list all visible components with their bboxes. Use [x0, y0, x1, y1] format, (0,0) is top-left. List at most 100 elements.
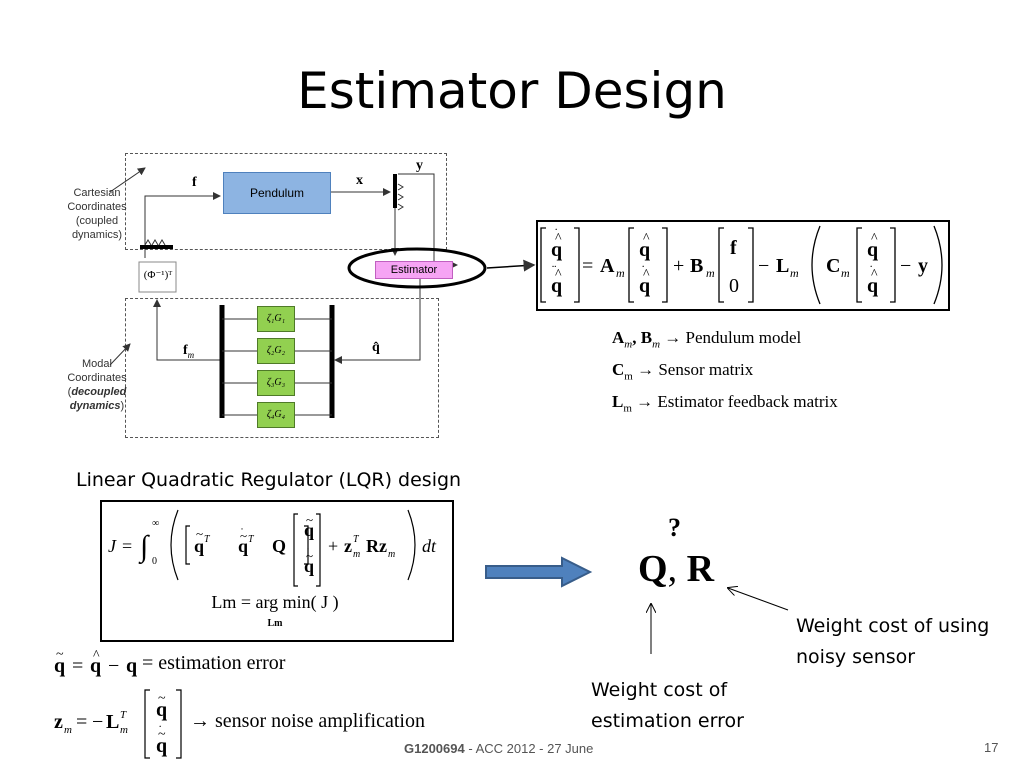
- svg-text:T: T: [204, 534, 211, 545]
- svg-text:=: =: [72, 655, 83, 677]
- svg-text:L: L: [106, 711, 119, 733]
- signal-qdot: q̂: [372, 340, 380, 355]
- svg-text:^: ^: [643, 231, 650, 246]
- svg-text:q: q: [156, 699, 167, 721]
- svg-text:z: z: [54, 711, 63, 733]
- svg-text:+: +: [328, 536, 338, 556]
- mode-block-2: ζ₂G₂: [257, 338, 295, 364]
- svg-text:˙: ˙: [641, 262, 645, 277]
- svg-text:−: −: [758, 255, 769, 277]
- svg-text:z: z: [344, 536, 352, 556]
- svg-text:0: 0: [729, 275, 739, 297]
- signal-fm: fm: [183, 343, 195, 360]
- svg-text:˙: ˙: [240, 525, 244, 539]
- svg-text:~: ~: [158, 727, 166, 742]
- estimator-block: Estimator: [375, 261, 453, 279]
- svg-text:m: m: [616, 266, 625, 280]
- svg-text:T: T: [248, 534, 255, 545]
- mode-block-1: ζ₁G₁: [257, 306, 295, 332]
- svg-text:q: q: [551, 275, 562, 297]
- svg-text:m: m: [64, 724, 72, 736]
- mode-block-3: ζ₃G₃: [257, 370, 295, 396]
- svg-text:^: ^: [643, 267, 650, 282]
- svg-text:q: q: [867, 275, 878, 297]
- svg-text:−: −: [108, 655, 119, 677]
- weight-sensor-label: Weight cost of using noisy sensor: [796, 615, 990, 668]
- question-mark: ?: [668, 513, 681, 542]
- svg-text:T: T: [120, 709, 127, 721]
- svg-text:m: m: [353, 549, 360, 560]
- legend-sensor-matrix: Cm → Sensor matrix: [612, 360, 754, 383]
- svg-text:Rz: Rz: [366, 536, 387, 556]
- lqr-arrow: [485, 556, 593, 588]
- page-number: 17: [984, 740, 999, 755]
- svg-text:q: q: [304, 556, 314, 576]
- svg-text:L: L: [776, 255, 789, 277]
- svg-text:=: =: [76, 711, 87, 733]
- signal-y: y: [416, 158, 423, 173]
- svg-text:−: −: [900, 255, 911, 277]
- slide-title: Estimator Design: [297, 62, 727, 120]
- svg-text:f: f: [730, 237, 737, 259]
- svg-text:dt: dt: [422, 536, 437, 556]
- svg-text:q: q: [90, 655, 101, 677]
- svg-text:∞: ∞: [152, 518, 159, 529]
- svg-text:¨: ¨: [552, 262, 556, 277]
- q-r-weights: Q, R: [638, 548, 715, 590]
- svg-text:m: m: [790, 266, 799, 280]
- svg-text:^: ^: [871, 267, 878, 282]
- svg-text:q: q: [194, 536, 204, 556]
- svg-text:A: A: [600, 255, 615, 277]
- signal-f: f: [192, 175, 197, 190]
- weight-pointers: [600, 580, 789, 654]
- svg-text:~: ~: [240, 528, 247, 543]
- svg-text:q: q: [867, 239, 878, 261]
- svg-text:q: q: [551, 239, 562, 261]
- svg-text:^: ^: [93, 648, 100, 663]
- svg-text:~: ~: [158, 691, 166, 706]
- svg-text:T: T: [353, 534, 360, 545]
- svg-text:m: m: [120, 724, 128, 736]
- svg-text:^: ^: [871, 231, 878, 246]
- svg-text:Q: Q: [272, 536, 286, 556]
- svg-text:+: +: [673, 255, 684, 277]
- svg-text:∫: ∫: [138, 530, 150, 565]
- lqr-heading: Linear Quadratic Regulator (LQR) design: [76, 469, 462, 491]
- modal-label: Modal Coordinates (decoupled dynamics): [67, 358, 127, 412]
- svg-text:y: y: [918, 255, 928, 277]
- svg-text:C: C: [826, 255, 840, 277]
- svg-text:^: ^: [555, 267, 562, 282]
- svg-text:B: B: [690, 255, 703, 277]
- svg-text:m: m: [706, 266, 715, 280]
- cartesian-label: Cartesian Coordinates (coupled dynamics): [67, 187, 127, 241]
- svg-text:~: ~: [306, 548, 313, 563]
- cartesian-region: [125, 153, 447, 250]
- weight-estimation-label: Weight cost of estimation error: [591, 679, 744, 732]
- estimation-error-text: = estimation error: [142, 652, 286, 674]
- svg-text:=: =: [582, 255, 593, 277]
- svg-text:q: q: [639, 275, 650, 297]
- svg-text:~: ~: [306, 512, 313, 527]
- svg-text:˙: ˙: [554, 225, 558, 240]
- lqr-equation-box: [100, 500, 454, 642]
- signal-x: x: [356, 173, 363, 188]
- svg-text:q: q: [54, 655, 65, 677]
- modal-region: [125, 298, 439, 438]
- svg-text:−: −: [92, 711, 103, 733]
- svg-text:˙: ˙: [306, 545, 310, 559]
- lqr-lm-equation: Lm = arg min( J ): [211, 592, 339, 612]
- legend-estimator-feedback: Lm → Estimator feedback matrix: [612, 392, 838, 415]
- svg-text:q: q: [304, 520, 314, 540]
- svg-text:q: q: [238, 536, 248, 556]
- svg-text:q: q: [639, 239, 650, 261]
- svg-text:m: m: [841, 266, 850, 280]
- svg-text:0: 0: [152, 556, 157, 567]
- svg-text:m: m: [388, 549, 395, 560]
- svg-text:J: J: [108, 536, 117, 556]
- sensor-noise-text: → sensor noise amplification: [190, 710, 425, 732]
- svg-text:~: ~: [196, 526, 203, 541]
- estimation-error-definition: q~ = q^ − q: [54, 648, 137, 677]
- estimator-equation-box: [536, 220, 950, 311]
